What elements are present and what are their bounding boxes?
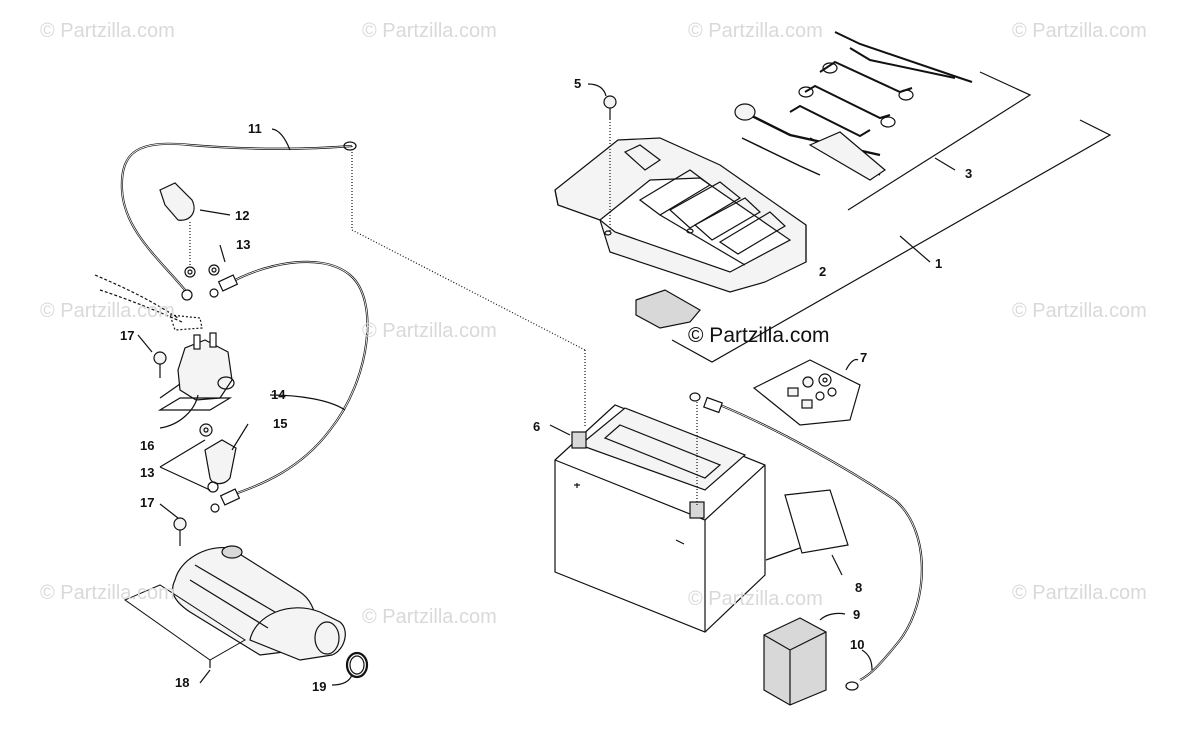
foam-pad-4 — [635, 289, 701, 329]
callout-2: 2 — [819, 264, 827, 279]
callout-7: 7 — [860, 350, 868, 365]
foam-block-9 — [763, 617, 827, 706]
bolt-17b — [173, 517, 187, 531]
watermark: © Partzilla.com — [1012, 582, 1147, 604]
callout-9: 9 — [853, 607, 861, 622]
callout-18: 18 — [175, 675, 190, 690]
callout-3: 3 — [965, 166, 973, 181]
watermark: © Partzilla.com — [688, 588, 823, 610]
callout-10: 10 — [850, 637, 865, 652]
solenoid-16 — [177, 339, 233, 401]
callout-17: 17 — [120, 328, 135, 343]
callout-1: 1 — [935, 256, 943, 271]
watermark: © Partzilla.com — [688, 20, 823, 42]
bolt-17a — [153, 351, 167, 365]
callout-16: 16 — [140, 438, 155, 453]
boot-15 — [204, 439, 237, 485]
callout-12: 12 — [235, 208, 250, 223]
callout-13: 13 — [236, 237, 251, 252]
callout-6: 6 — [533, 419, 541, 434]
watermark: © Partzilla.com — [40, 20, 175, 42]
tray-2 — [554, 137, 807, 293]
watermark: © Partzilla.com — [40, 582, 175, 604]
watermark: © Partzilla.com — [1012, 300, 1147, 322]
o-ring-19 — [345, 651, 369, 679]
watermark: © Partzilla.com — [362, 20, 497, 42]
boot-12 — [159, 182, 195, 221]
callout-13: 13 — [140, 465, 155, 480]
ring-terminal-11 — [343, 141, 357, 151]
hardware-kit-7 — [752, 359, 861, 426]
watermark: © Partzilla.com — [362, 320, 497, 342]
callout-14: 14 — [271, 387, 286, 402]
watermark: © Partzilla.com — [1012, 20, 1147, 42]
callout-8: 8 — [855, 580, 863, 595]
label-8 — [784, 489, 849, 554]
tool-kit-3 — [734, 31, 973, 181]
watermark: © Partzilla.com — [40, 300, 175, 322]
watermark: © Partzilla.com — [362, 606, 497, 628]
callout-11: 11 — [248, 121, 262, 136]
starter-motor-18 — [172, 545, 346, 661]
callout-15: 15 — [273, 416, 288, 431]
battery-6 — [554, 404, 766, 633]
screw-5 — [603, 95, 617, 109]
callout-5: 5 — [574, 76, 582, 91]
brand-watermark: © Partzilla.com — [688, 324, 830, 347]
cable-14 — [227, 260, 369, 497]
callout-19: 19 — [312, 679, 327, 694]
callout-17: 17 — [140, 495, 155, 510]
